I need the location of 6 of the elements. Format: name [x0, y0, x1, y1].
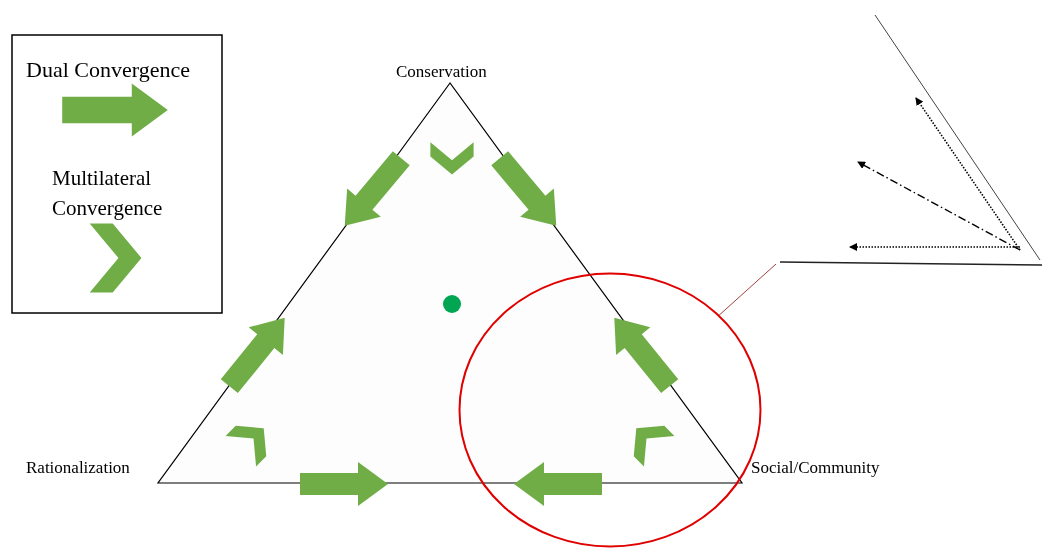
leader-line — [718, 263, 777, 317]
legend-text: Multilateral Convergence — [52, 165, 164, 222]
vertex-label: Social/Community — [751, 458, 880, 478]
vertex-label: Conservation — [396, 62, 487, 82]
vertex-label: Rationalization — [26, 458, 130, 478]
legend-text: Dual Convergence — [26, 57, 190, 83]
